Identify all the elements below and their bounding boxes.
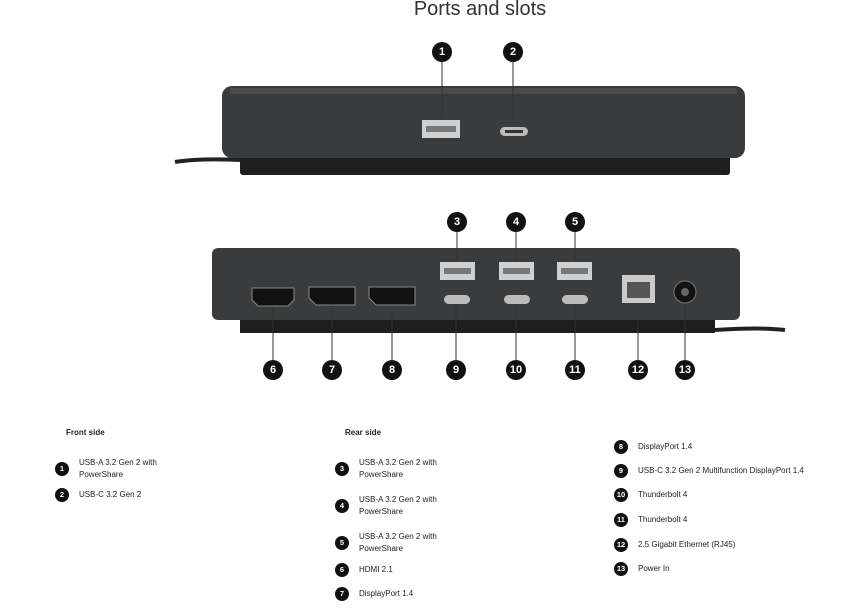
callout-6: 6 xyxy=(263,360,283,380)
legend-label: USB-A 3.2 Gen 2 with PowerShare xyxy=(359,495,437,516)
callout-10: 10 xyxy=(506,360,526,380)
legend-label: USB-A 3.2 Gen 2 with PowerShare xyxy=(359,532,437,553)
legend-item: 3 USB-A 3.2 Gen 2 with PowerShare xyxy=(335,457,475,481)
callout-11: 11 xyxy=(565,360,585,380)
callout-3: 3 xyxy=(447,212,467,232)
legend-label: Thunderbolt 4 xyxy=(638,515,688,524)
dock-illustration xyxy=(174,62,786,360)
callout-9: 9 xyxy=(446,360,466,380)
rear-side-heading: Rear side xyxy=(345,428,382,437)
legend-label: HDMI 2.1 xyxy=(359,565,393,574)
legend-number: 1 xyxy=(55,462,69,476)
page-title: Ports and slots xyxy=(413,0,547,20)
rear-dock-image xyxy=(212,232,786,360)
front-side-heading: Front side xyxy=(66,428,105,437)
legend-item: 4 USB-A 3.2 Gen 2 with PowerShare xyxy=(335,494,475,518)
legend-item: 12 2.5 Gigabit Ethernet (RJ45) xyxy=(614,538,735,552)
legend-label: USB-A 3.2 Gen 2 with PowerShare xyxy=(359,458,437,479)
callout-8: 8 xyxy=(382,360,402,380)
legend-item: 13 Power In xyxy=(614,562,670,576)
legend-label: USB-C 3.2 Gen 2 xyxy=(79,490,142,499)
front-dock-image xyxy=(174,62,745,175)
legend-label: Thunderbolt 4 xyxy=(638,490,688,499)
legend-number: 11 xyxy=(614,513,628,527)
legend-number: 7 xyxy=(335,587,349,601)
legend-label: USB-A 3.2 Gen 2 with PowerShare xyxy=(79,458,157,479)
legend-label: 2.5 Gigabit Ethernet (RJ45) xyxy=(638,540,736,549)
legend-item: 2 USB-C 3.2 Gen 2 xyxy=(55,488,141,502)
legend-number: 8 xyxy=(614,440,628,454)
callout-7: 7 xyxy=(322,360,342,380)
callout-1: 1 xyxy=(432,42,452,62)
legend-number: 2 xyxy=(55,488,69,502)
legend-number: 13 xyxy=(614,562,628,576)
legend-number: 10 xyxy=(614,488,628,502)
legend-item: 11 Thunderbolt 4 xyxy=(614,513,687,527)
legend-number: 3 xyxy=(335,462,349,476)
legend-number: 4 xyxy=(335,499,349,513)
callout-2: 2 xyxy=(503,42,523,62)
callout-12: 12 xyxy=(628,360,648,380)
legend-number: 9 xyxy=(614,464,628,478)
legend-number: 6 xyxy=(335,563,349,577)
legend-item: 8 DisplayPort 1.4 xyxy=(614,440,692,454)
callout-5: 5 xyxy=(565,212,585,232)
legend-item: 6 HDMI 2.1 xyxy=(335,563,393,577)
legend-item: 10 Thunderbolt 4 xyxy=(614,488,687,502)
callout-4: 4 xyxy=(506,212,526,232)
legend-item: 7 DisplayPort 1.4 xyxy=(335,587,413,601)
legend-label: DisplayPort 1.4 xyxy=(359,589,414,598)
legend-item: 9 USB-C 3.2 Gen 2 Multifunction DisplayPo… xyxy=(614,464,804,478)
callout-13: 13 xyxy=(675,360,695,380)
legend-item: 5 USB-A 3.2 Gen 2 with PowerShare xyxy=(335,531,475,555)
legend-item: 1 USB-A 3.2 Gen 2 with PowerShare xyxy=(55,457,195,481)
legend-label: DisplayPort 1.4 xyxy=(638,442,693,451)
legend-label: USB-C 3.2 Gen 2 Multifunction DisplayPor… xyxy=(638,466,804,475)
legend-label: Power In xyxy=(638,564,670,573)
legend-number: 12 xyxy=(614,538,628,552)
legend-number: 5 xyxy=(335,536,349,550)
